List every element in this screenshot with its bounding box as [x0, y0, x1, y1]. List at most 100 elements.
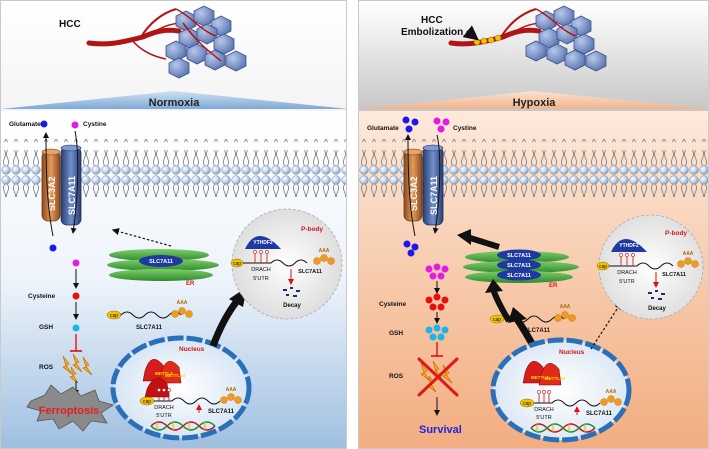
pbody-mrna — [230, 250, 335, 268]
decay-fragments-icon — [648, 290, 665, 300]
slc7a11-proteins-er — [497, 249, 541, 281]
er-to-membrane-arrow — [466, 234, 500, 250]
ferroptosis-label: Ferroptosis — [39, 405, 100, 417]
er-label: ER — [549, 283, 558, 289]
drach-label: DRACH — [154, 405, 174, 411]
nuc-polya-label: AAA — [606, 389, 617, 395]
ros-label: ROS — [389, 373, 404, 380]
cystine-label: Cystine — [453, 125, 477, 132]
mettl3-label: METTL3 — [531, 375, 549, 380]
decay-label: Decay — [283, 303, 301, 309]
mettl3-label: METTL3 — [155, 371, 173, 376]
pb-utr-label: 5'UTR — [619, 279, 634, 285]
cyto-mrna-label: SLC7A11 — [136, 325, 163, 331]
ythdf2-protein — [611, 239, 647, 252]
cysteine-label: Cysteine — [379, 301, 406, 308]
condition-label: Normoxia — [149, 97, 201, 109]
cysteine-molecule — [72, 292, 80, 300]
cystine-import-arrow — [70, 130, 79, 234]
ros-lightning-icon — [62, 353, 93, 384]
tumor-illustration — [86, 5, 247, 79]
nucleus-label: Nucleus — [559, 349, 585, 356]
cysteine-molecules — [425, 293, 449, 311]
pbody-label: P-body — [665, 230, 687, 237]
glutamate-molecule — [40, 120, 48, 128]
ferroptosis-burst — [26, 384, 114, 432]
pbody-mrna — [596, 253, 699, 271]
nucleus-label: Nucleus — [179, 346, 205, 353]
pb-drach-label: DRACH — [251, 267, 271, 273]
glutamate-export-arrow — [405, 134, 416, 237]
slc7a11-label: SLC7A11 — [429, 176, 439, 215]
cap-label: cap — [493, 317, 501, 323]
slc7a11-protein-er — [139, 255, 183, 267]
slc3a2-label: SLC3A2 — [409, 176, 419, 211]
export-to-pbody-arrow — [209, 298, 240, 348]
drach-label: DRACH — [534, 407, 554, 413]
ros-label: ROS — [39, 364, 54, 371]
normoxia-band — [1, 91, 346, 109]
intracellular-glutamate — [403, 240, 419, 257]
ythdf2-label: YTHDF2 — [619, 243, 639, 249]
glutamate-molecules — [402, 116, 419, 133]
tumor-illustration — [448, 5, 607, 72]
ythdf2-label: YTHDF2 — [253, 240, 273, 246]
minor-export-dashed-arrow — [590, 301, 622, 350]
slc7a11-label: SLC7A11 — [67, 176, 77, 215]
decay-fragments-icon — [283, 287, 300, 297]
nuc-mrna-label: SLC7A11 — [208, 409, 235, 415]
nucleus — [490, 337, 632, 443]
polya-label: AAA — [177, 300, 188, 306]
cysteine-label: Cysteine — [28, 293, 55, 300]
gsh-label: GSH — [39, 324, 53, 331]
cyto-mrna-label: SLC7A11 — [524, 328, 551, 334]
nuclear-mrna — [519, 390, 622, 408]
mettl3-complex — [142, 359, 182, 398]
pbody-label: P-body — [301, 226, 323, 233]
intracellular-glutamate — [49, 244, 57, 252]
nuc-cap-label: cap — [523, 401, 531, 407]
nucleus — [110, 335, 252, 441]
glutamate-label: Glutamate — [9, 121, 41, 128]
glutamate-label: Glutamate — [367, 125, 399, 132]
normoxia-panel: Normoxia HCC Glutamate Cystine — [0, 0, 347, 449]
hcc-label: HCC — [421, 15, 443, 26]
embolization-label: Embolization — [401, 27, 463, 38]
gsh-molecules — [425, 324, 449, 341]
er-protein-label-1: SLC7A11 — [507, 253, 531, 259]
mettl14-label: METTL14 — [165, 373, 185, 378]
er-protein-label: SLC7A11 — [149, 259, 173, 265]
gsh-label: GSH — [389, 330, 403, 337]
pb-cap-label: cap — [233, 261, 241, 267]
hypoxia-diagram: Hypoxia HCC Embolization Glutamate Cysti… — [359, 1, 708, 448]
utr-label: 5'UTR — [536, 415, 551, 421]
glutamate-export-arrow — [43, 132, 54, 237]
cystine-label: Cystine — [83, 121, 107, 128]
hypoxia-panel: Hypoxia HCC Embolization Glutamate Cysti… — [358, 0, 709, 449]
mettl3-complex — [522, 361, 562, 386]
embolization-beads — [473, 34, 502, 46]
pb-utr-label: 5'UTR — [253, 276, 268, 282]
intracellular-cystine — [72, 259, 80, 267]
polya-label: AAA — [560, 304, 571, 310]
nuc-mrna-label: SLC7A11 — [586, 411, 613, 417]
cytoplasmic-mrna — [106, 307, 193, 320]
intracellular-cystine — [425, 263, 449, 280]
cystine-molecule — [71, 121, 79, 129]
hcc-label: HCC — [59, 19, 81, 30]
pb-polya-label: AAA — [683, 251, 694, 257]
pb-mrna-label: SLC7A11 — [298, 269, 322, 275]
ythdf2-protein — [245, 236, 281, 249]
mettl14-label: METTL14 — [545, 376, 565, 381]
cystine-molecules — [433, 117, 450, 133]
pb-drach-label: DRACH — [617, 270, 637, 276]
p-body — [598, 214, 704, 320]
gsh-molecule — [72, 324, 80, 332]
cystine-import-arrow — [432, 134, 441, 234]
utr-label: 5'UTR — [156, 413, 171, 419]
normoxia-diagram: Normoxia HCC Glutamate Cystine — [1, 1, 346, 448]
ros-blocked-cross-icon — [417, 357, 459, 397]
condition-label: Hypoxia — [513, 97, 557, 109]
er-label: ER — [186, 281, 195, 287]
pb-cap-label: cap — [599, 264, 607, 270]
